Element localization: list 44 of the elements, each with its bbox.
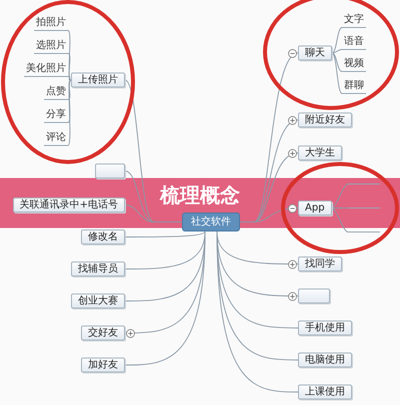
connector xyxy=(332,49,342,54)
topic-box: 交好友 xyxy=(81,326,125,340)
topic-box: 上课使用 xyxy=(298,384,352,400)
topic-box: 聊天 xyxy=(298,46,332,60)
subtopic: 文字 xyxy=(342,14,366,28)
topic-box: 大学生 xyxy=(298,146,342,160)
topic-box: 找同学 xyxy=(298,256,342,272)
subtopic: 视频 xyxy=(342,58,366,72)
subtopic: 语音 xyxy=(342,36,366,50)
topic-box xyxy=(298,288,330,304)
connector xyxy=(332,52,342,94)
connector xyxy=(331,184,348,208)
subtopic: 美化照片 xyxy=(24,63,68,77)
subtopic: 分享 xyxy=(44,109,68,123)
central-topic: 社交软件 xyxy=(182,212,240,232)
subtopic: 评论 xyxy=(44,132,68,146)
topic-box: 手机使用 xyxy=(298,320,352,336)
subtopic: 点赞 xyxy=(44,86,68,100)
topic-box: 加好友 xyxy=(81,358,125,372)
connector xyxy=(240,208,298,222)
connector xyxy=(68,53,72,80)
topic-box: 创业大赛 xyxy=(71,294,125,308)
connector xyxy=(124,231,206,238)
topic-box xyxy=(95,164,125,178)
topic-box: 找辅导员 xyxy=(71,262,125,276)
topic-box: 上传照片 xyxy=(71,72,125,88)
connector xyxy=(68,80,72,146)
topic-box: 修改名 xyxy=(81,230,125,244)
title: 梳理概念 xyxy=(160,184,240,206)
topic-box: App xyxy=(298,200,332,216)
connector xyxy=(332,27,342,54)
topic-box: 电脑使用 xyxy=(298,352,352,368)
connector xyxy=(216,231,298,392)
topic-box: 附近好友 xyxy=(298,112,352,128)
connector xyxy=(68,30,72,80)
subtopic: 拍照片 xyxy=(34,17,68,31)
connector xyxy=(331,208,348,232)
connector xyxy=(332,52,342,72)
topic-box: 关联通讯录中+电话号 xyxy=(12,198,125,212)
connector xyxy=(124,204,182,222)
connector xyxy=(68,80,72,100)
connector xyxy=(68,80,72,123)
subtopic: 群聊 xyxy=(342,80,366,94)
subtopic: 选照片 xyxy=(34,40,68,54)
